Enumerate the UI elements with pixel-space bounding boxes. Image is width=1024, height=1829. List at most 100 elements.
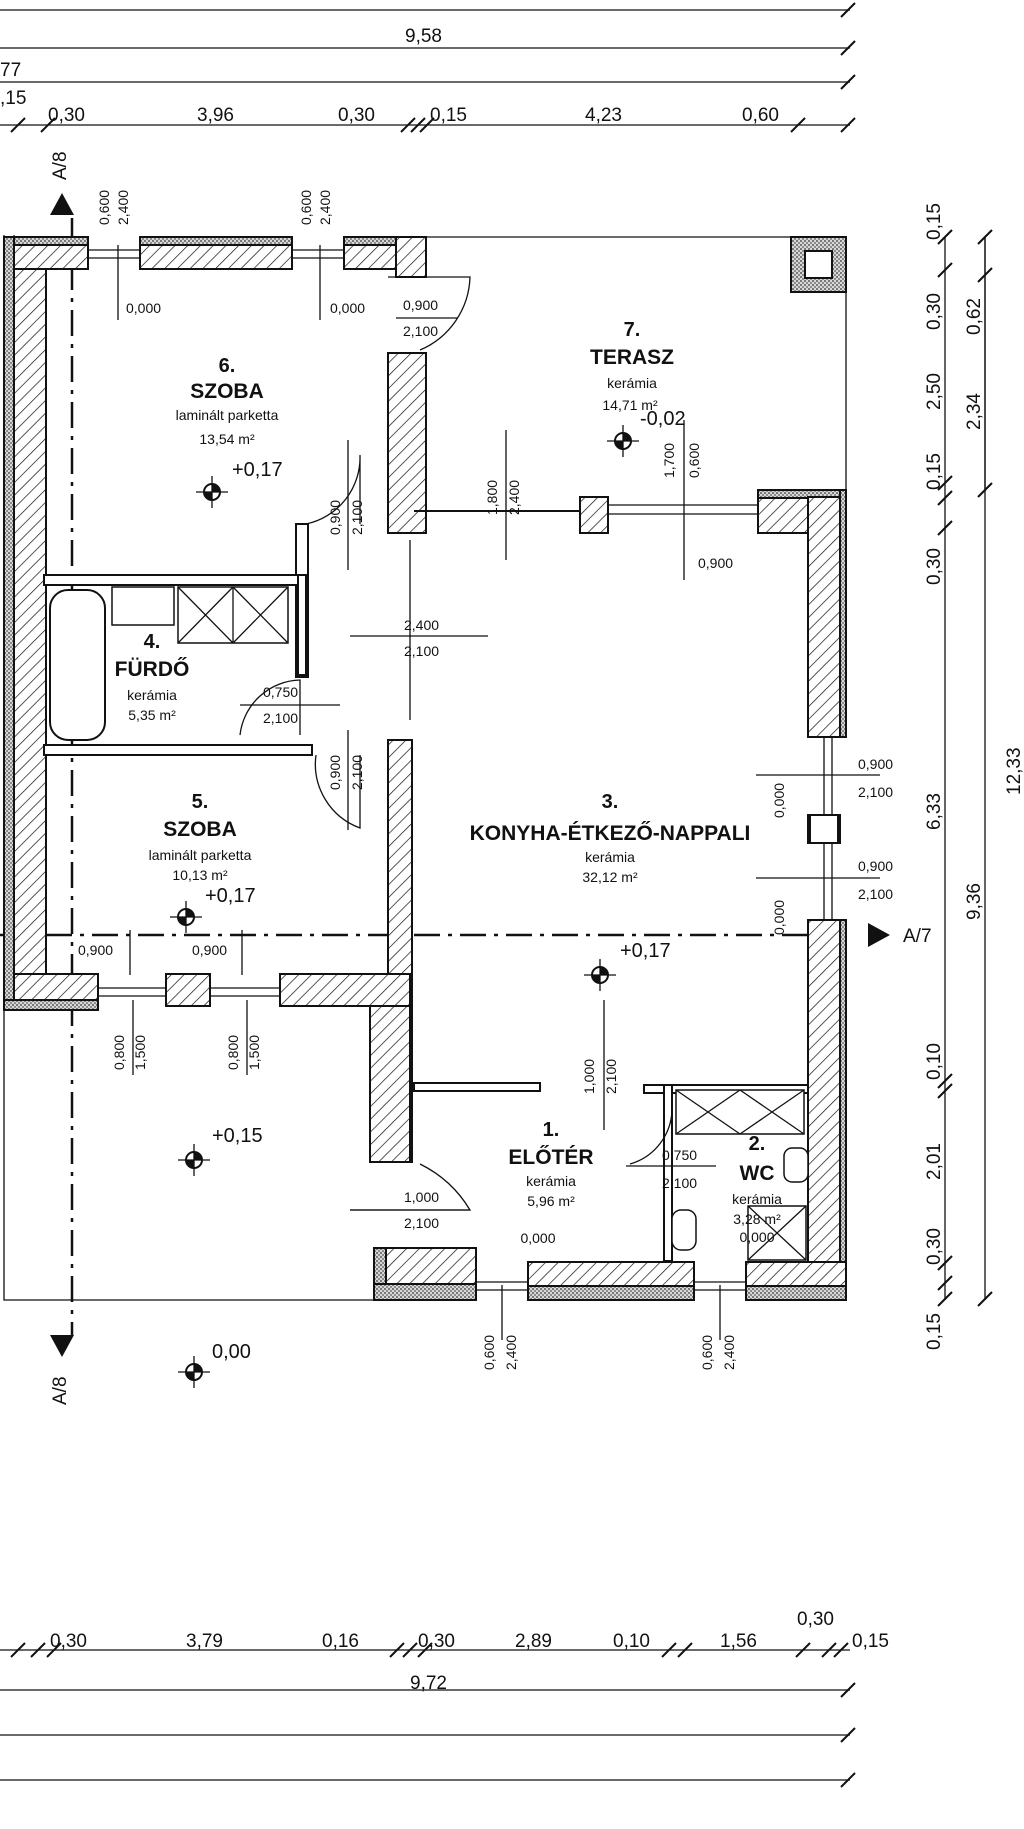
dim-right-mid-1: 2,34 bbox=[964, 393, 985, 430]
corridor-height: 2,100 bbox=[404, 643, 439, 659]
dim-top-partial-a: 77 bbox=[0, 60, 21, 81]
dim-bottom-6: 1,56 bbox=[720, 1631, 757, 1652]
dim-top-2: 0,30 bbox=[338, 105, 375, 126]
dim-right-3: 0,15 bbox=[924, 453, 945, 490]
dim-right-total: 12,33 bbox=[1004, 747, 1024, 795]
dim-bottom-0: 0,30 bbox=[50, 1631, 87, 1652]
room-2-name: WC bbox=[740, 1162, 775, 1185]
right-opening-b-width: 0,900 bbox=[858, 858, 893, 874]
toilet bbox=[783, 1147, 809, 1183]
dim-right-0: 0,15 bbox=[924, 203, 945, 240]
level-ground: 0,00 bbox=[212, 1341, 251, 1363]
door-4-width: 0,750 bbox=[263, 684, 298, 700]
room-6-number: 6. bbox=[219, 355, 236, 377]
room-4-label: 4. FÜRDŐ kerámia 5,35 m² bbox=[115, 631, 190, 723]
dim-top-partial-b: ,15 bbox=[0, 88, 26, 109]
room-2-number: 2. bbox=[749, 1133, 766, 1155]
room-4-floor: kerámia bbox=[127, 687, 177, 703]
door-6c-width: 0,900 bbox=[327, 500, 343, 535]
door-1-height: 2,100 bbox=[404, 1215, 439, 1231]
room-1-name: ELŐTÉR bbox=[508, 1146, 593, 1169]
level-outside-west: +0,15 bbox=[212, 1125, 263, 1147]
room-6-name: SZOBA bbox=[190, 380, 264, 403]
opening-labels: 0,600 2,400 0,600 2,400 0,000 0,000 0,90… bbox=[78, 190, 893, 1370]
room-7-floor: kerámia bbox=[607, 375, 657, 391]
dim-right-2: 2,50 bbox=[924, 373, 945, 410]
right-opening-a-height: 2,100 bbox=[858, 784, 893, 800]
door-5-width: 0,900 bbox=[327, 755, 343, 790]
w-bottom-2-width: 0,600 bbox=[699, 1335, 715, 1370]
terrace-opening-height: 2,400 bbox=[506, 480, 522, 515]
room-1-number: 1. bbox=[543, 1119, 560, 1141]
w-left-1-height: 1,500 bbox=[132, 1035, 148, 1070]
w-left-1-width: 0,800 bbox=[111, 1035, 127, 1070]
room-2-sill: 0,000 bbox=[739, 1229, 774, 1245]
room-4-area: 5,35 m² bbox=[128, 707, 176, 723]
door-6-width: 0,900 bbox=[403, 297, 438, 313]
dim-right-6: 0,10 bbox=[924, 1043, 945, 1080]
room-1-sill: 0,000 bbox=[520, 1230, 555, 1246]
room-2-floor: kerámia bbox=[732, 1191, 782, 1207]
door-5-height: 2,100 bbox=[349, 755, 365, 790]
room-1-area: 5,96 m² bbox=[527, 1193, 575, 1209]
section-mark-a8-bottom: A/8 bbox=[50, 1335, 74, 1405]
door-6-height: 2,100 bbox=[403, 323, 438, 339]
dim-bottom-1: 3,79 bbox=[186, 1631, 223, 1652]
room-6-floor: laminált parketta bbox=[176, 407, 279, 423]
bottom-dimension-chain: 0,30 3,79 0,16 0,30 2,89 0,10 1,56 0,30 … bbox=[0, 1609, 889, 1788]
door-6c-height: 2,100 bbox=[349, 500, 365, 535]
dim-right-9: 0,15 bbox=[924, 1313, 945, 1350]
section-mark-a8-top: A/8 bbox=[50, 151, 74, 215]
room-5-name: SZOBA bbox=[163, 818, 237, 841]
w-top-1-height: 2,400 bbox=[115, 190, 131, 225]
dim-top-5: 0,60 bbox=[742, 105, 779, 126]
door-4-height: 2,100 bbox=[263, 710, 298, 726]
terrace-window-height: 0,600 bbox=[686, 443, 702, 478]
dim-right-4: 0,30 bbox=[924, 548, 945, 585]
room-6-area: 13,54 m² bbox=[199, 431, 255, 447]
section-label-a8-top: A/8 bbox=[50, 151, 71, 180]
room-7-number: 7. bbox=[624, 319, 641, 341]
room-3-label: 3. KONYHA-ÉTKEZŐ-NAPPALI kerámia 32,12 m… bbox=[470, 791, 751, 885]
terrace-opening-width: 1,800 bbox=[484, 480, 500, 515]
room-4-name: FÜRDŐ bbox=[115, 658, 190, 681]
dim-right-7: 2,01 bbox=[924, 1143, 945, 1180]
door-2-height: 2,100 bbox=[662, 1175, 697, 1191]
section-label-a8-bottom: A/8 bbox=[50, 1376, 71, 1405]
room-3-area: 32,12 m² bbox=[582, 869, 638, 885]
room-7-level: -0,02 bbox=[640, 408, 686, 430]
dim-top-4: 4,23 bbox=[585, 105, 622, 126]
room-5-number: 5. bbox=[192, 791, 209, 813]
dim-top-3: 0,15 bbox=[430, 105, 467, 126]
door-2-width: 0,750 bbox=[662, 1147, 697, 1163]
room-6-label: 6. SZOBA laminált parketta 13,54 m² bbox=[176, 355, 279, 447]
dim-right-5: 6,33 bbox=[924, 793, 945, 830]
dim-right-mid-2: 9,36 bbox=[964, 883, 985, 920]
section-label-a7: A/7 bbox=[903, 926, 932, 947]
door-3-width: 1,000 bbox=[581, 1059, 597, 1094]
fixtures bbox=[49, 586, 809, 1261]
dim-bottom-7: 0,30 bbox=[797, 1609, 834, 1630]
right-dimension-chain: 0,15 0,30 2,50 0,15 0,30 6,33 0,10 2,01 … bbox=[924, 203, 1024, 1350]
dim-bottom-total: 9,72 bbox=[410, 1673, 447, 1694]
dim-right-1: 0,30 bbox=[924, 293, 945, 330]
dim-top-0: 0,30 bbox=[48, 105, 85, 126]
room-5-area: 10,13 m² bbox=[172, 867, 228, 883]
sill-terrace: 0,900 bbox=[698, 555, 733, 571]
room-5-label: 5. SZOBA laminált parketta 10,13 m² bbox=[149, 791, 252, 883]
terrace-window-width: 1,700 bbox=[661, 443, 677, 478]
sill-right-a: 0,000 bbox=[771, 783, 787, 818]
w-bottom-1-width: 0,600 bbox=[481, 1335, 497, 1370]
dim-bottom-2: 0,16 bbox=[322, 1631, 359, 1652]
sill-room6-b: 0,000 bbox=[330, 300, 365, 316]
room-6-level: +0,17 bbox=[232, 459, 283, 481]
door-1-width: 1,000 bbox=[404, 1189, 439, 1205]
dim-bottom-3: 0,30 bbox=[418, 1631, 455, 1652]
right-opening-b-height: 2,100 bbox=[858, 886, 893, 902]
level-markers bbox=[170, 425, 639, 1388]
room-7-name: TERASZ bbox=[590, 346, 674, 369]
dim-top-total: 9,58 bbox=[405, 26, 442, 47]
dim-bottom-8: 0,15 bbox=[852, 1631, 889, 1652]
room-2-area: 3,28 m² bbox=[733, 1211, 781, 1227]
